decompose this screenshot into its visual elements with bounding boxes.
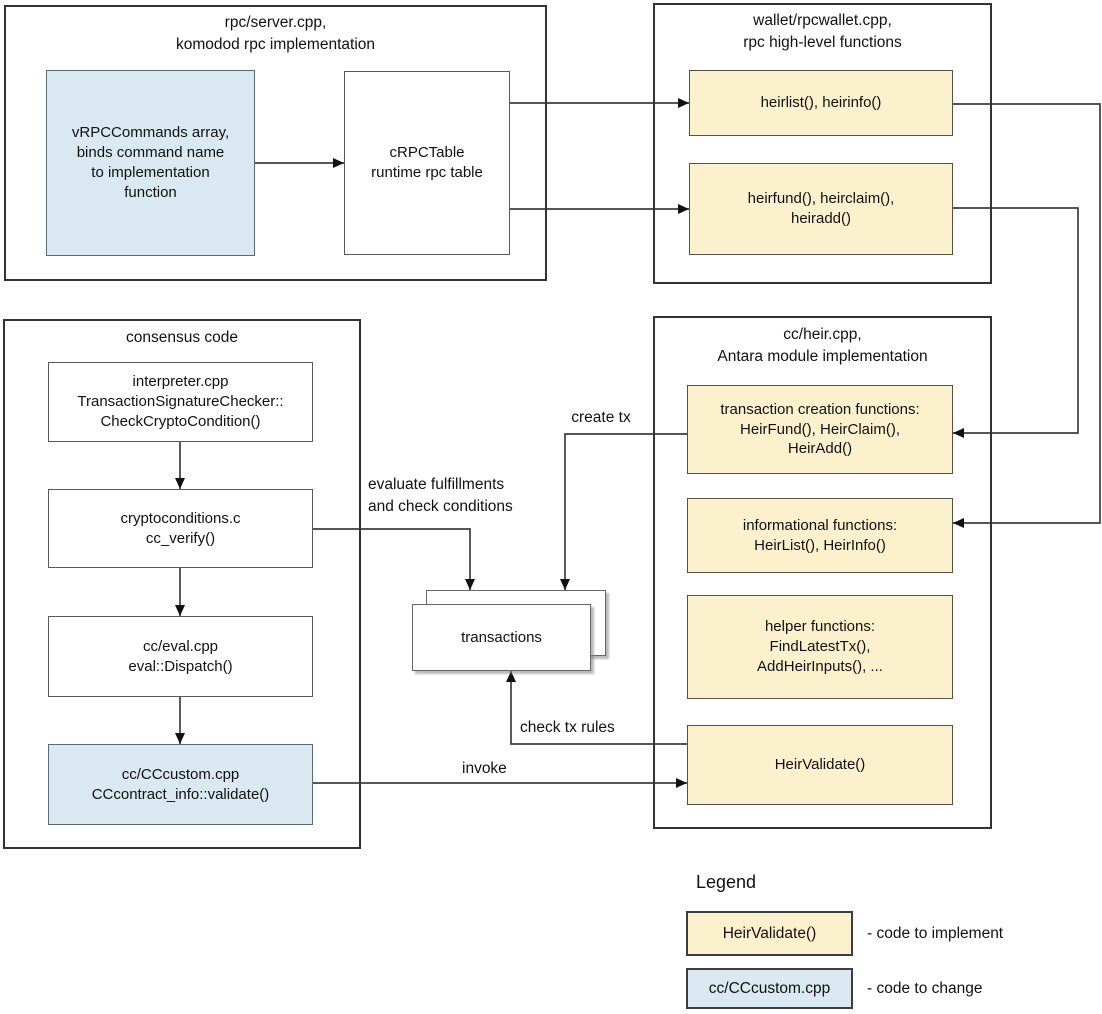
- edge-label-check-tx-rules: check tx rules: [520, 719, 615, 736]
- node-heirvalidate: HeirValidate(): [687, 725, 953, 805]
- node-tx-creation-functions: transaction creation functions: HeirFund…: [687, 385, 953, 474]
- arrow-heirfund-to-tx-creation: [953, 207, 1079, 438]
- node-heirlist-heirinfo: heirlist(), heirinfo(): [689, 70, 953, 136]
- node-crpctable: cRPCTable runtime rpc table: [344, 71, 510, 255]
- container-consensus: [3, 319, 361, 849]
- arrow-heirlist-to-informational: [953, 103, 1101, 528]
- container-heir-title: cc/heir.cpp, Antara module implementatio…: [717, 326, 928, 365]
- legend-swatch-code-to-implement: HeirValidate(): [686, 911, 853, 956]
- node-helper-functions: helper functions: FindLatestTx(), AddHei…: [687, 595, 953, 699]
- container-heir: [653, 316, 992, 829]
- node-cccustom: cc/CCcustom.cpp CCcontract_info::validat…: [48, 744, 313, 825]
- container-rpcwallet: [653, 3, 992, 284]
- legend-desc-code-to-implement: - code to implement: [867, 924, 1004, 942]
- container-rpcwallet-title: wallet/rpcwallet.cpp, rpc high-level fun…: [743, 12, 902, 51]
- legend-swatch-code-to-change: cc/CCcustom.cpp: [686, 968, 853, 1009]
- node-interpreter: interpreter.cpp TransactionSignatureChec…: [48, 362, 313, 442]
- legend-desc-code-to-change: - code to change: [867, 979, 983, 997]
- container-rpc-server-title: rpc/server.cpp, komodod rpc implementati…: [175, 14, 376, 53]
- node-transactions: transactions: [412, 604, 591, 671]
- node-heirfund-heirclaim-heiradd: heirfund(), heirclaim(), heiradd(): [689, 163, 953, 255]
- arrow-heirvalidate-to-transactions: [506, 671, 687, 745]
- arrow-tx-creation-to-transactions: [560, 433, 687, 590]
- edge-label-evaluate-fulfillments: evaluate fulfillments and check conditio…: [368, 476, 513, 516]
- node-vrpccommands: vRPCCommands array, binds command name t…: [46, 70, 255, 256]
- edge-label-invoke: invoke: [462, 760, 507, 777]
- node-cceval: cc/eval.cpp eval::Dispatch(): [48, 616, 313, 697]
- container-rpc-server: [4, 5, 547, 281]
- arrow-cryptoconditions-to-transactions: [313, 528, 475, 590]
- container-consensus-title: consensus code: [125, 329, 239, 346]
- node-informational-functions: informational functions: HeirList(), Hei…: [687, 498, 953, 573]
- edge-label-create-tx: create tx: [571, 409, 631, 426]
- node-cryptoconditions: cryptoconditions.c cc_verify(): [48, 489, 313, 568]
- legend-title: Legend: [696, 872, 757, 892]
